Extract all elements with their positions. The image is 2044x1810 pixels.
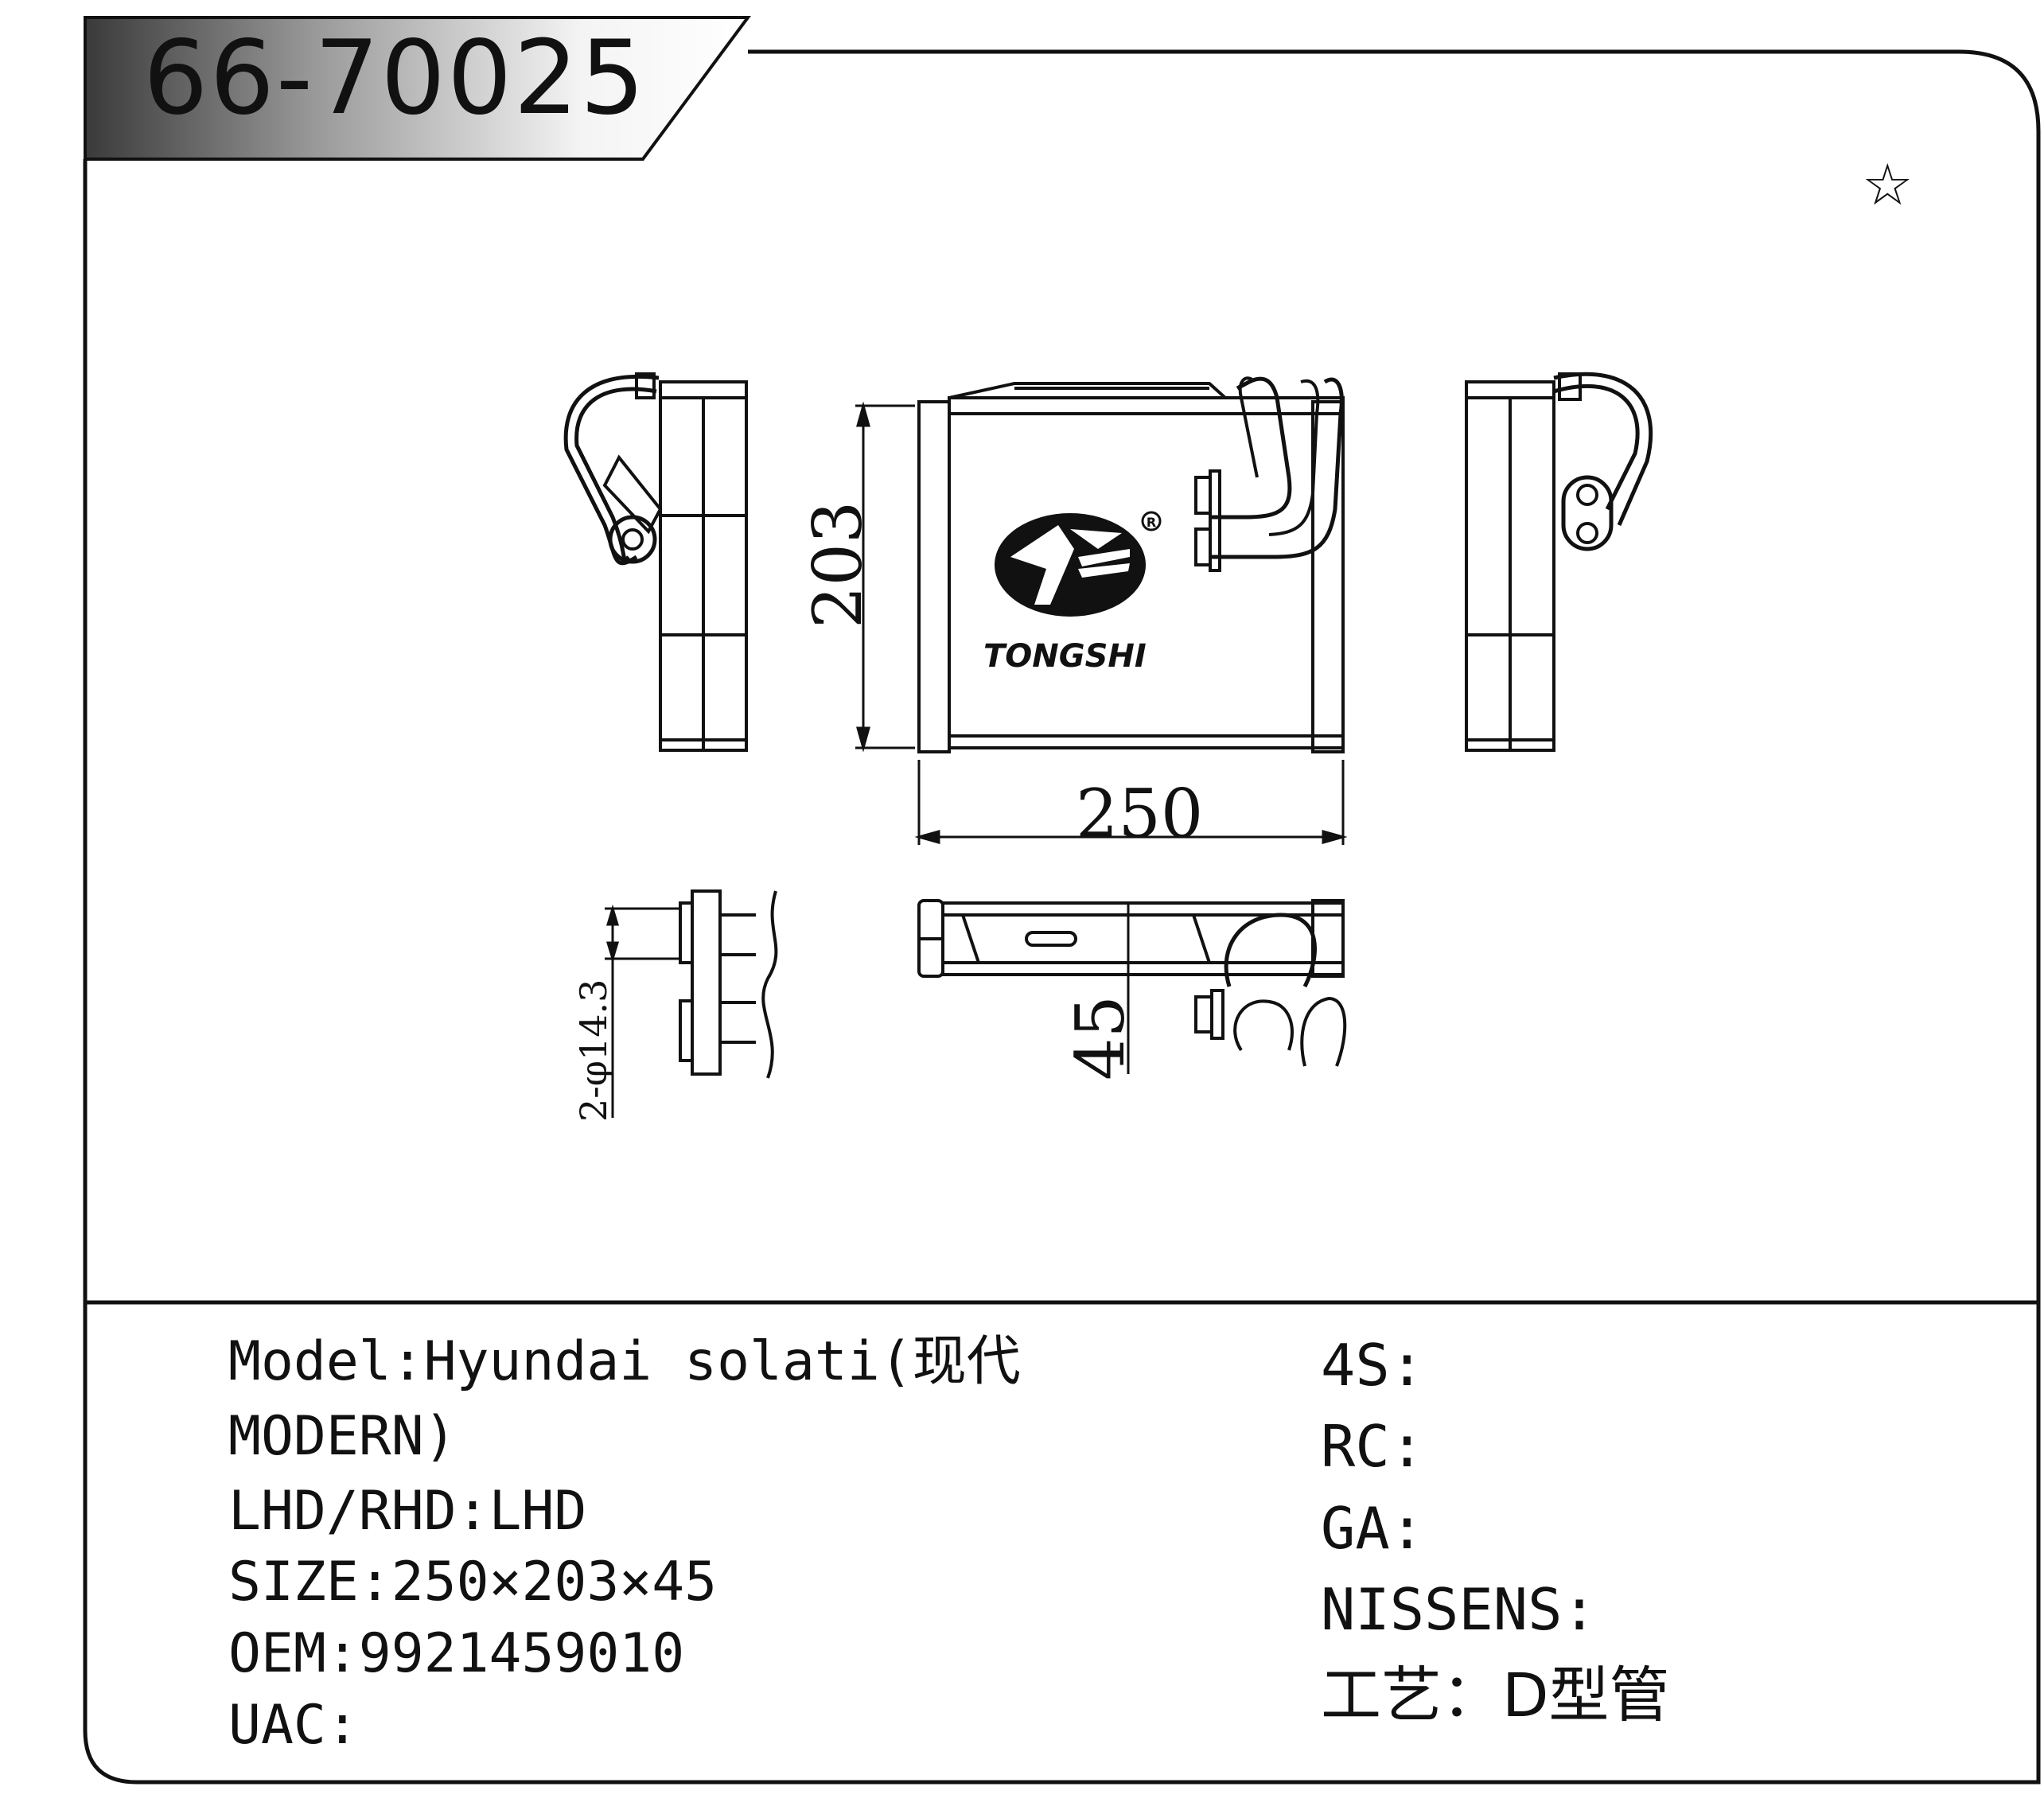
- pipe-diameter-dimension: [605, 904, 680, 1118]
- ref-ga: GA:: [1321, 1495, 1425, 1562]
- width-dimension: [914, 760, 1348, 845]
- top-view: [917, 899, 1347, 1067]
- height-dimension: [855, 401, 915, 753]
- front-view: [917, 376, 1345, 753]
- spec-uac: UAC:: [228, 1694, 359, 1757]
- depth-dimension-label: 45: [1061, 995, 1139, 1080]
- ref-process: 工艺：D型管: [1321, 1660, 1670, 1730]
- pipe-connector-view: [679, 889, 778, 1079]
- registered-mark: R: [1147, 515, 1156, 530]
- spec-oem: OEM:9921459010: [228, 1622, 685, 1685]
- ref-nissens: NISSENS:: [1321, 1576, 1597, 1643]
- height-dimension-label: 203: [799, 501, 877, 629]
- spec-model-line2: MODERN): [228, 1405, 457, 1468]
- left-side-view: [563, 372, 748, 752]
- spec-drive: LHD/RHD:LHD: [228, 1480, 587, 1543]
- spec-model-line1: Model:Hyundai solati(现代: [228, 1330, 1021, 1393]
- right-side-view: [1465, 372, 1653, 752]
- width-dimension-label: 250: [1076, 775, 1203, 853]
- pipe-diameter-label: 2-φ14.3: [572, 979, 615, 1122]
- part-number-tab: [84, 16, 751, 161]
- star-icon: ☆: [1862, 151, 1914, 218]
- sheet-border: [83, 49, 2041, 1785]
- part-number: 66-70025: [143, 19, 647, 138]
- ref-4s: 4S:: [1321, 1332, 1425, 1399]
- brand-name: TONGSHI: [983, 638, 1147, 675]
- tongshi-logo: R TONGSHI: [983, 511, 1162, 675]
- spec-size: SIZE:250×203×45: [228, 1551, 718, 1613]
- ref-rc: RC:: [1321, 1413, 1425, 1480]
